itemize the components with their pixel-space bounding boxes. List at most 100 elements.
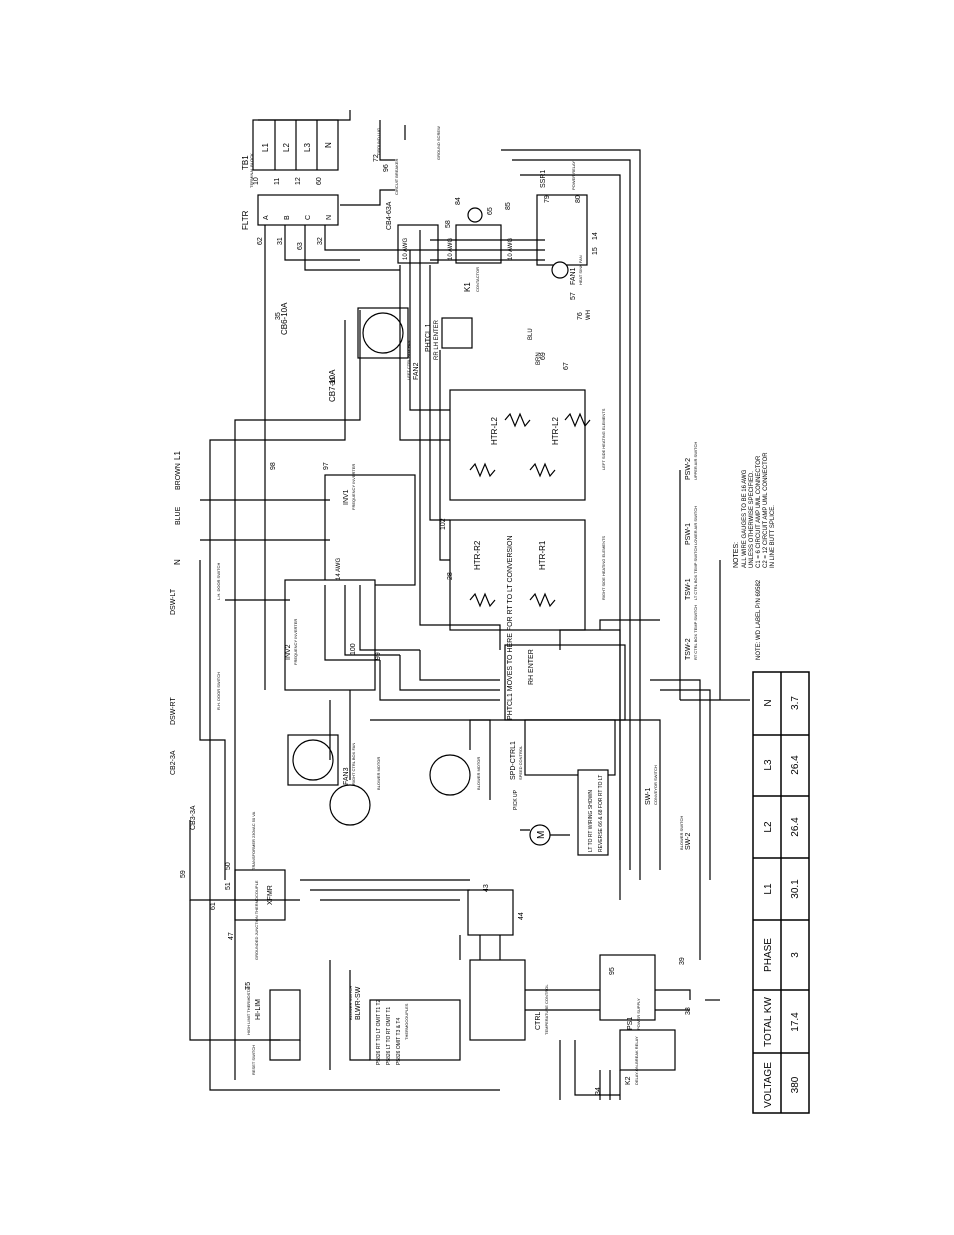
svg-text:THERMOCOUPLES: THERMOCOUPLES bbox=[404, 1003, 409, 1040]
svg-text:BLOWER MOTOR: BLOWER MOTOR bbox=[376, 757, 381, 790]
svg-text:RH ENTER: RH ENTER bbox=[528, 649, 535, 685]
svg-text:72: 72 bbox=[373, 154, 380, 162]
sw2-label: SW-2 bbox=[685, 833, 692, 850]
notes-line: ALL WIRE GAUGES TO BE 16 AWG bbox=[742, 469, 748, 568]
svg-text:CONTACTOR: CONTACTOR bbox=[475, 267, 480, 292]
svg-text:79: 79 bbox=[544, 195, 551, 203]
svg-text:12: 12 bbox=[295, 177, 302, 185]
svg-text:WH: WH bbox=[586, 310, 592, 320]
blue-label: BLUE bbox=[175, 506, 182, 525]
tsw2-label: TSW-2 bbox=[685, 638, 692, 660]
table-cell-kw: 17.4 bbox=[790, 1012, 801, 1032]
notes-block: NOTES: ALL WIRE GAUGES TO BE 16 AWG UNLE… bbox=[733, 452, 776, 660]
frequency-inverter-inv2 bbox=[284, 579, 376, 691]
heater-group-left bbox=[449, 389, 586, 501]
svg-text:LT TO RT WIRING SHOWN: LT TO RT WIRING SHOWN bbox=[588, 790, 594, 852]
power-supply-ps1 bbox=[599, 954, 656, 1021]
spd-ctrl-label: SPD-CTRL1 bbox=[510, 741, 517, 780]
svg-text:10: 10 bbox=[253, 177, 260, 185]
svg-text:102: 102 bbox=[440, 518, 447, 530]
svg-text:15: 15 bbox=[592, 247, 599, 255]
photocell-phtcl1 bbox=[441, 317, 473, 349]
svg-text:100: 100 bbox=[350, 643, 357, 655]
awg-label: 10 AWG bbox=[403, 238, 409, 260]
fan2-group: FAN2 LEFT CTRL BOX FAN PHTCL 1 RR LH ENT… bbox=[357, 307, 592, 380]
svg-text:M: M bbox=[536, 831, 547, 839]
svg-text:LEFT CTRL BOX FAN: LEFT CTRL BOX FAN bbox=[406, 340, 411, 380]
svg-text:96: 96 bbox=[383, 164, 390, 172]
l1-label: L1 bbox=[173, 451, 182, 460]
svg-text:98: 98 bbox=[270, 462, 277, 470]
svg-text:L.H. DOOR SWITCH: L.H. DOOR SWITCH bbox=[216, 563, 221, 600]
svg-text:CONVEYOR SWITCH: CONVEYOR SWITCH bbox=[653, 765, 658, 805]
power-relay-ssr1 bbox=[536, 194, 588, 266]
svg-text:76: 76 bbox=[577, 312, 584, 320]
svg-text:BLOWER MOTOR: BLOWER MOTOR bbox=[476, 757, 481, 790]
svg-text:A: A bbox=[263, 215, 270, 220]
htr-l2-label: HTR-L2 bbox=[490, 416, 499, 445]
tb1-term: L3 bbox=[303, 143, 312, 152]
table-header: N bbox=[763, 699, 774, 706]
svg-text:99: 99 bbox=[375, 652, 382, 660]
svg-text:35: 35 bbox=[275, 312, 282, 320]
blower-motor-icon bbox=[329, 784, 371, 826]
svg-text:UPPER AIR SWITCH: UPPER AIR SWITCH bbox=[693, 442, 698, 480]
wiring-note-box bbox=[577, 769, 609, 856]
svg-text:39: 39 bbox=[679, 957, 686, 965]
ssr1-label: SSR1 bbox=[540, 170, 547, 188]
dsw-lt-label: DSW-LT bbox=[170, 588, 177, 615]
contactor-k1 bbox=[455, 224, 502, 264]
blower-motor-icon-2 bbox=[429, 754, 471, 796]
svg-text:34: 34 bbox=[595, 1087, 602, 1095]
svg-text:97: 97 bbox=[323, 462, 330, 470]
svg-text:GROUNDED JUNCTION THERMOCOUPLE: GROUNDED JUNCTION THERMOCOUPLE bbox=[254, 880, 259, 960]
table-cell-l3: 26.4 bbox=[790, 755, 801, 775]
cb7-label: CB7-10A bbox=[328, 369, 337, 402]
svg-text:HIGH LIMIT THERMOSTAT: HIGH LIMIT THERMOSTAT bbox=[246, 985, 251, 1035]
svg-text:DELAY-ON-BREAK RELAY: DELAY-ON-BREAK RELAY bbox=[634, 1036, 639, 1085]
spec-table: VOLTAGE TOTAL KW PHASE L1 L2 L3 N 380 17… bbox=[752, 671, 810, 1114]
fan3-icon bbox=[292, 739, 334, 781]
notes-line: IN LINE BUTT SPLICE. bbox=[770, 505, 776, 568]
dsw-rt-label: DSW-RT bbox=[170, 697, 177, 725]
svg-text:62: 62 bbox=[257, 237, 264, 245]
svg-text:59: 59 bbox=[180, 870, 187, 878]
svg-text:38: 38 bbox=[685, 1007, 692, 1015]
notes-line: C2 = 12 CIRCUIT AMP UML CONNECTOR bbox=[763, 452, 769, 568]
svg-text:47: 47 bbox=[228, 932, 235, 940]
awg-label: 10 AWG bbox=[508, 238, 514, 260]
blwr-sw-label: BLWR-SW bbox=[355, 986, 362, 1020]
svg-text:BRN: BRN bbox=[536, 352, 542, 365]
hilim-label: HI-LIM bbox=[255, 999, 262, 1020]
svg-text:RR LH ENTER: RR LH ENTER bbox=[434, 319, 440, 360]
fan1-icon bbox=[551, 261, 569, 279]
svg-text:36: 36 bbox=[330, 377, 337, 385]
fan2-icon bbox=[362, 312, 404, 354]
htr-l2-label-2: HTR-L2 bbox=[551, 416, 560, 445]
ground-lug-label: GROUND LUG bbox=[376, 128, 381, 155]
svg-text:LOWER AIR SWITCH: LOWER AIR SWITCH bbox=[693, 506, 698, 545]
blower-area: FAN3 RIGHT CTRL BOX FAN BLOWER MOTOR BLO… bbox=[287, 734, 481, 826]
heater-element bbox=[564, 412, 591, 428]
svg-text:P5826 RT TO LT OMIT T1 T2: P5826 RT TO LT OMIT T1 T2 bbox=[376, 999, 382, 1065]
heater-element bbox=[469, 462, 496, 478]
svg-text:65: 65 bbox=[487, 207, 494, 215]
cb6-label: CB6-10A bbox=[280, 302, 289, 335]
power-entry: L1 L2 L3 N TB1 TERMINAL BLOCK FLTR A B C… bbox=[241, 119, 588, 292]
svg-text:44: 44 bbox=[518, 912, 525, 920]
svg-text:85: 85 bbox=[505, 202, 512, 210]
transformer-xfmr bbox=[234, 869, 286, 921]
circuit-breaker-cb4 bbox=[397, 224, 439, 264]
table-header: L3 bbox=[763, 759, 774, 771]
temperature-controller bbox=[469, 959, 526, 1041]
cb2-label: CB2-3A bbox=[170, 750, 177, 775]
svg-text:POWER SUPPLY: POWER SUPPLY bbox=[636, 998, 641, 1030]
svg-text:31: 31 bbox=[277, 237, 284, 245]
svg-text:RT CTRL BOX TEMP SWITCH: RT CTRL BOX TEMP SWITCH bbox=[693, 605, 698, 660]
table-header: TOTAL KW bbox=[763, 997, 774, 1047]
svg-text:P5826 OMIT T3 & T4: P5826 OMIT T3 & T4 bbox=[396, 1018, 402, 1065]
svg-text:BLU: BLU bbox=[528, 328, 534, 340]
tb1-term: N bbox=[324, 142, 333, 148]
wire-numbers: 10 11 12 60 96 72 62 31 63 32 84 65 85 5… bbox=[180, 154, 692, 1095]
control-right: PS1 POWER SUPPLY K2 DELAY-ON-BREAK RELAY bbox=[599, 954, 676, 1085]
